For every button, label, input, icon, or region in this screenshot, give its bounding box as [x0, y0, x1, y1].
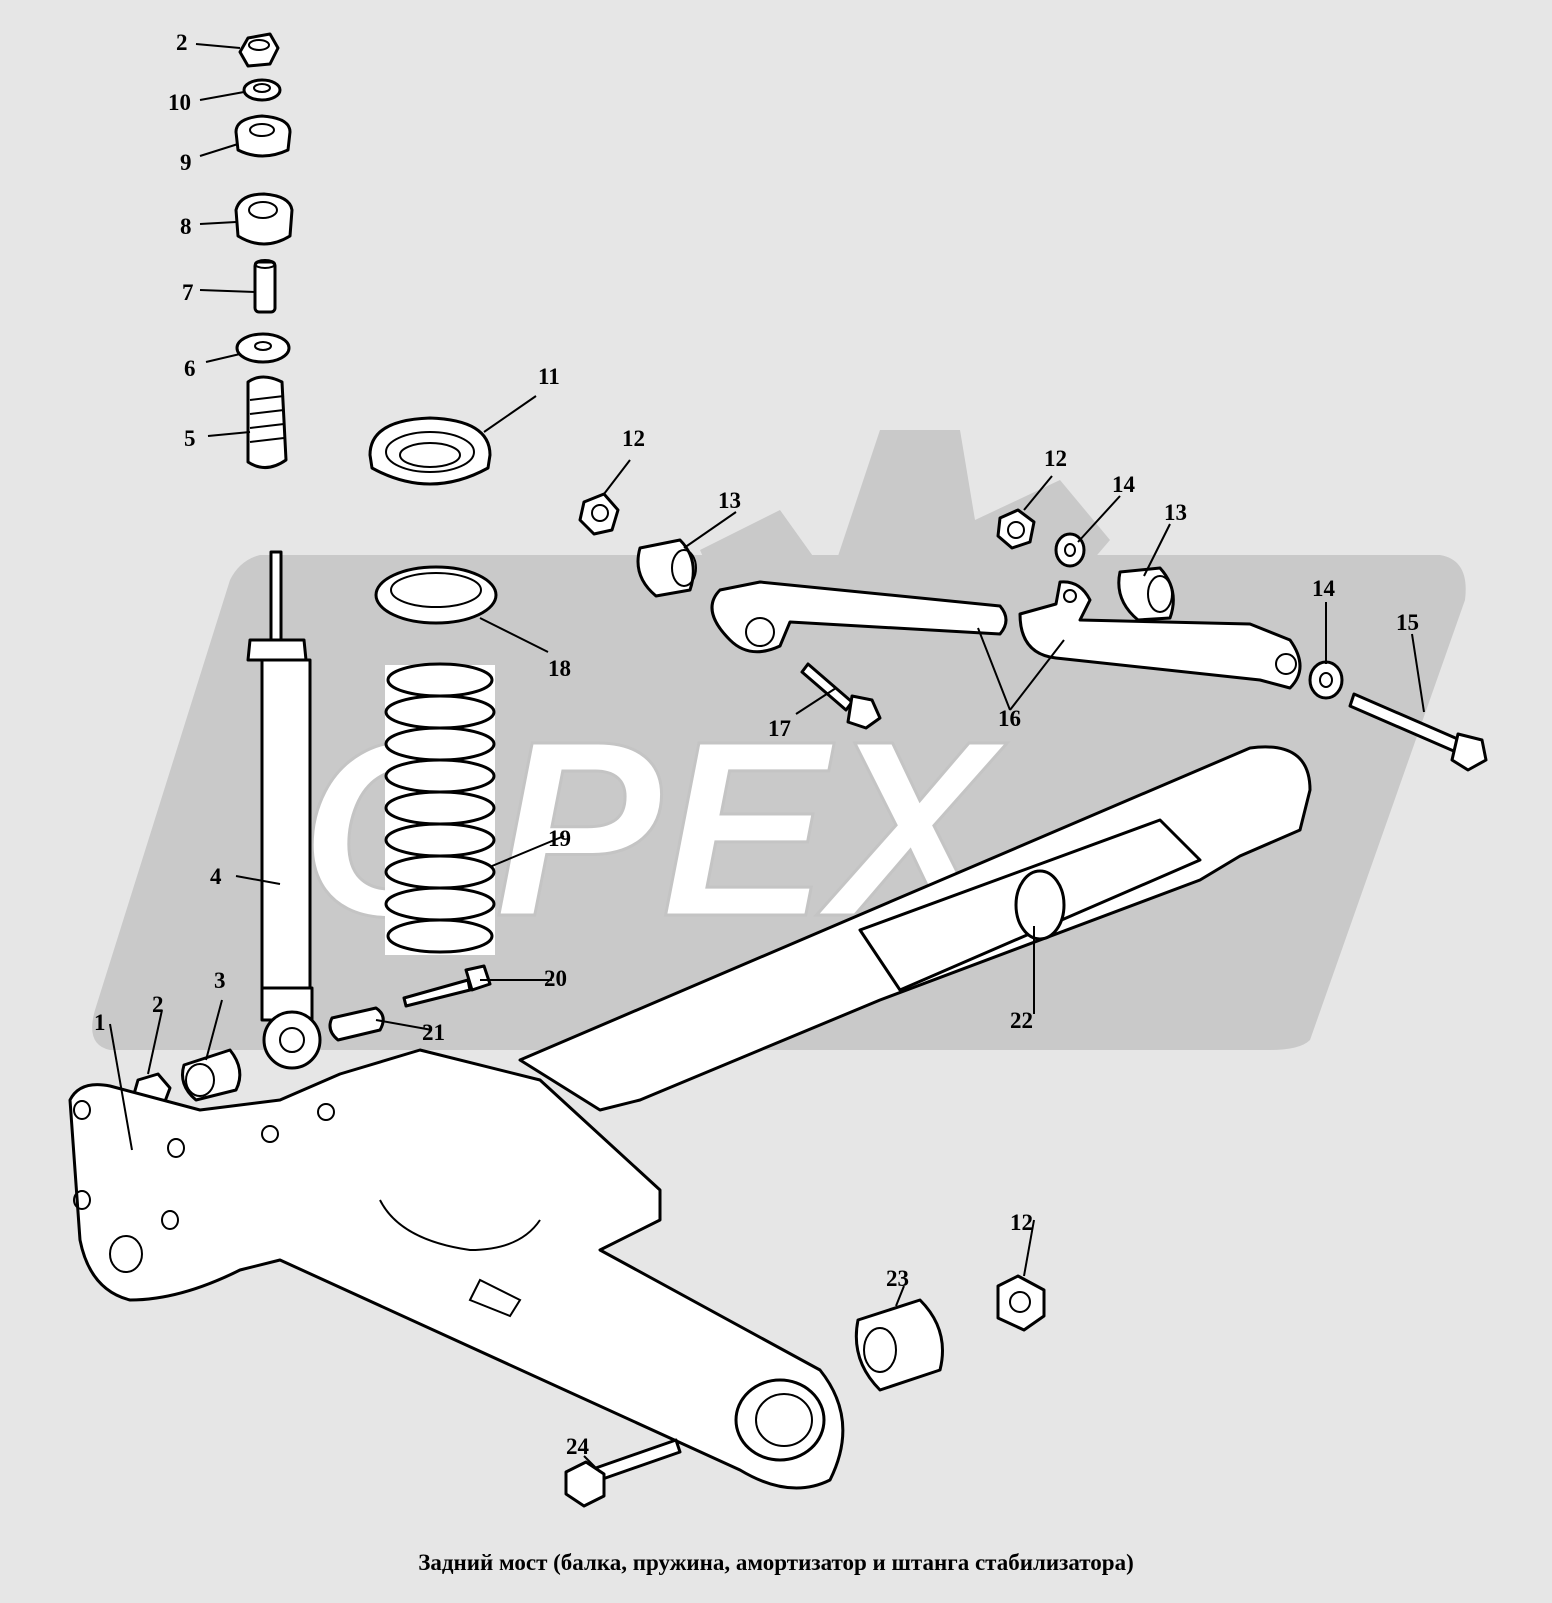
callout-14-b: 14: [1312, 576, 1336, 601]
part-19-coil-spring: [384, 662, 496, 955]
part-5-buffer: [246, 375, 288, 469]
callout-7: 7: [182, 280, 194, 305]
callout-labels: 1 2 2 3 4 5 6 7 8 9 10 11 12 12 12 13 13…: [94, 30, 1419, 1459]
callout-12-b: 12: [1044, 446, 1067, 471]
callout-13-a: 13: [718, 488, 741, 513]
part-10-washer: [242, 78, 282, 102]
callout-20: 20: [544, 966, 567, 991]
callout-4: 4: [210, 864, 222, 889]
part-13-bushing-a: [636, 538, 697, 598]
part-7-sleeve: [253, 259, 277, 314]
callout-15: 15: [1396, 610, 1419, 635]
callout-21: 21: [422, 1020, 445, 1045]
part-6-washer: [235, 332, 291, 364]
part-8-cushion: [234, 192, 294, 246]
callout-17: 17: [768, 716, 791, 741]
callout-3: 3: [214, 968, 226, 993]
callout-13-b: 13: [1164, 500, 1187, 525]
callout-24: 24: [566, 1434, 590, 1459]
callout-10: 10: [168, 90, 191, 115]
part-14-washer-a: [1054, 532, 1086, 568]
part-1-rear-axle-beam: [68, 745, 1312, 1490]
part-12-nut-a: [578, 492, 620, 536]
part-16-stabilizer-link-left: [710, 580, 1008, 654]
callout-14-a: 14: [1112, 472, 1136, 497]
callout-12-c: 12: [1010, 1210, 1033, 1235]
part-21-pin: [328, 1006, 385, 1042]
part-18-insulator-ring: [374, 565, 498, 625]
part-20-bolt: [402, 964, 492, 1008]
part-17-bolt: [800, 662, 882, 730]
callout-12-a: 12: [622, 426, 645, 451]
part-15-bolt: [1348, 692, 1488, 772]
part-16-stabilizer-link-right: [1018, 580, 1302, 690]
part-13-bushing-b: [1117, 566, 1175, 622]
part-3-bushing: [181, 1048, 242, 1102]
part-12-nut-b: [996, 508, 1036, 550]
diagram-caption: Задний мост (балка, пружина, амортизатор…: [418, 1550, 1134, 1575]
callout-23: 23: [886, 1266, 909, 1291]
leader-lines: [109, 43, 1425, 1473]
callout-6: 6: [184, 356, 196, 381]
part-9-cushion: [234, 114, 292, 158]
part-14-washer-b: [1308, 660, 1344, 700]
callout-16: 16: [998, 706, 1021, 731]
callout-11: 11: [538, 364, 560, 389]
part-23-bushing: [854, 1298, 944, 1392]
callout-2-top: 2: [176, 30, 188, 55]
part-24-bolt: [564, 1438, 682, 1508]
part-4-shock-absorber: [246, 550, 322, 1070]
callout-19: 19: [548, 826, 571, 851]
callout-18: 18: [548, 656, 571, 681]
callout-2-lower: 2: [152, 992, 164, 1017]
callout-22: 22: [1010, 1008, 1033, 1033]
part-2-nut-top: [238, 32, 280, 68]
part-12-nut-c: [996, 1274, 1046, 1332]
part-11-spring-seat: [368, 416, 492, 486]
callout-5: 5: [184, 426, 196, 451]
callout-1: 1: [94, 1010, 106, 1035]
callout-9: 9: [180, 150, 192, 175]
callout-8: 8: [180, 214, 192, 239]
